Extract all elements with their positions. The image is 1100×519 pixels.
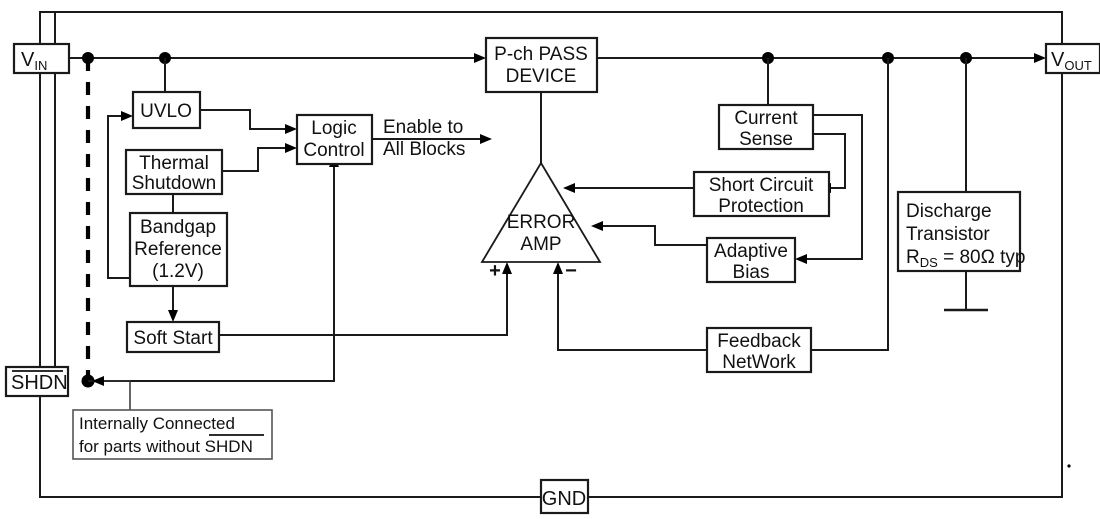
pin-gnd-box[interactable]	[539, 478, 590, 515]
block-erroramp-label-1: AMP	[520, 234, 561, 255]
block-logic-label-0: Logic	[311, 118, 356, 139]
junction-dot-vin-dashed	[82, 52, 94, 64]
block-thermal-label-0: Thermal	[139, 153, 209, 174]
wire-shdn-to-logic	[88, 164, 335, 382]
block-feedback-label-1: NetWork	[722, 352, 796, 373]
wire-currentsense-to-shortcircuit	[813, 133, 846, 189]
annotation-enable-line-0: Enable to	[383, 117, 463, 138]
block-bandgap-label-0: Bandgap	[140, 217, 216, 238]
pin-vout-label: VOUT	[1051, 49, 1092, 73]
pin-vin-label: VIN	[21, 49, 47, 73]
vin-to-pass-arrowhead	[474, 53, 486, 63]
block-softstart-label-0: Soft Start	[133, 328, 213, 349]
block-current-sense[interactable]	[717, 103, 815, 151]
erroramp-sc-arrowhead	[563, 183, 575, 193]
pin-shdn-label: SHDN	[11, 372, 68, 394]
stray-mark	[1067, 464, 1071, 468]
erroramp-plus-arrowhead	[502, 262, 512, 274]
erroramp-plus-sign: +	[489, 260, 501, 282]
annotation-enable-line-1: All Blocks	[383, 139, 465, 160]
wire-softstart-to-erroramp-plus	[219, 272, 508, 336]
pin-vin-subscript: IN	[34, 58, 47, 73]
block-pass-label-1: DEVICE	[506, 66, 577, 87]
note-leader-line	[100, 380, 131, 410]
block-discharge-label-0: Discharge	[906, 201, 992, 222]
note-leader-arrowhead	[92, 376, 104, 386]
block-thermal-label-1: Shutdown	[132, 173, 217, 194]
block-currentsense-label-1: Sense	[739, 129, 793, 150]
block-shortcircuit-label-1: Protection	[718, 196, 804, 217]
block-adaptive-label-1: Bias	[733, 262, 770, 283]
wire-bandgap-to-uvlo	[107, 115, 130, 279]
erroramp-minus-arrowhead	[553, 262, 563, 274]
pin-gnd-label: GND	[542, 488, 586, 510]
enable-arrowhead	[480, 134, 492, 144]
block-short-circuit-protection[interactable]	[692, 170, 831, 218]
block-feedback-network[interactable]	[705, 326, 813, 374]
block-feedback-label-0: Feedback	[717, 331, 801, 352]
note-internally-connected	[72, 409, 273, 460]
note-line-2-overlined: SHDN	[205, 437, 253, 456]
adaptive-input-arrowhead	[795, 254, 807, 264]
pin-vin-name: V	[21, 49, 35, 71]
logic-input2-arrowhead	[285, 143, 297, 153]
logic-input1-arrowhead	[285, 124, 297, 134]
erroramp-minus-sign: −	[565, 260, 577, 282]
block-bandgap-label-2: (1.2V)	[152, 261, 204, 282]
block-uvlo[interactable]	[131, 90, 202, 130]
rds-prefix: R	[906, 247, 920, 268]
wire-currentsense-to-adaptive	[805, 114, 863, 260]
block-uvlo-label-0: UVLO	[140, 101, 192, 122]
wire-vout-to-feedback	[811, 58, 889, 351]
erroramp-ab-arrowhead	[591, 221, 603, 231]
wire-thermal-to-logic	[222, 147, 289, 172]
block-bandgap-label-1: Reference	[134, 239, 222, 260]
rds-subscript: DS	[920, 255, 938, 270]
pin-vin-box[interactable]	[12, 42, 71, 75]
block-erroramp-label-0: ERROR	[507, 212, 576, 233]
rds-value: = 80Ω typ	[938, 247, 1026, 268]
block-thermal-shutdown[interactable]	[124, 148, 224, 196]
block-adaptive-bias[interactable]	[705, 236, 797, 284]
block-logic-control[interactable]	[295, 113, 374, 166]
block-shortcircuit-label-0: Short Circuit	[709, 175, 814, 196]
note-line-2-prefix: for parts without	[79, 437, 205, 456]
block-currentsense-label-0: Current	[734, 108, 798, 129]
note-line-1: Internally Connected	[79, 414, 235, 433]
block-discharge-rds: RDS = 80Ω typ	[906, 247, 1025, 270]
wire-adaptive-to-erroramp	[601, 225, 707, 246]
note-line-2: for parts without SHDN	[79, 437, 253, 456]
block-error-amp[interactable]	[480, 161, 602, 263]
pass-to-vout-arrowhead	[1034, 53, 1046, 63]
block-discharge-label-1: Transistor	[906, 224, 990, 245]
block-pass-device[interactable]	[484, 36, 599, 94]
block-logic-label-1: Control	[303, 140, 364, 161]
uvlo-input-arrowhead	[121, 111, 133, 121]
wire-feedback-to-erroramp-minus	[557, 272, 707, 351]
block-pass-label-0: P-ch PASS	[494, 44, 588, 65]
block-adaptive-label-0: Adaptive	[714, 241, 788, 262]
block-soft-start[interactable]	[125, 320, 221, 354]
block-bandgap-reference[interactable]	[128, 211, 229, 288]
wire-uvlo-to-logic	[200, 109, 289, 130]
pin-vout-name: V	[1051, 49, 1065, 71]
pin-vout-subscript: OUT	[1064, 58, 1092, 73]
pin-vout-box[interactable]	[1044, 42, 1100, 75]
block-discharge-transistor[interactable]	[896, 190, 1022, 273]
softstart-input-arrowhead	[168, 310, 178, 322]
